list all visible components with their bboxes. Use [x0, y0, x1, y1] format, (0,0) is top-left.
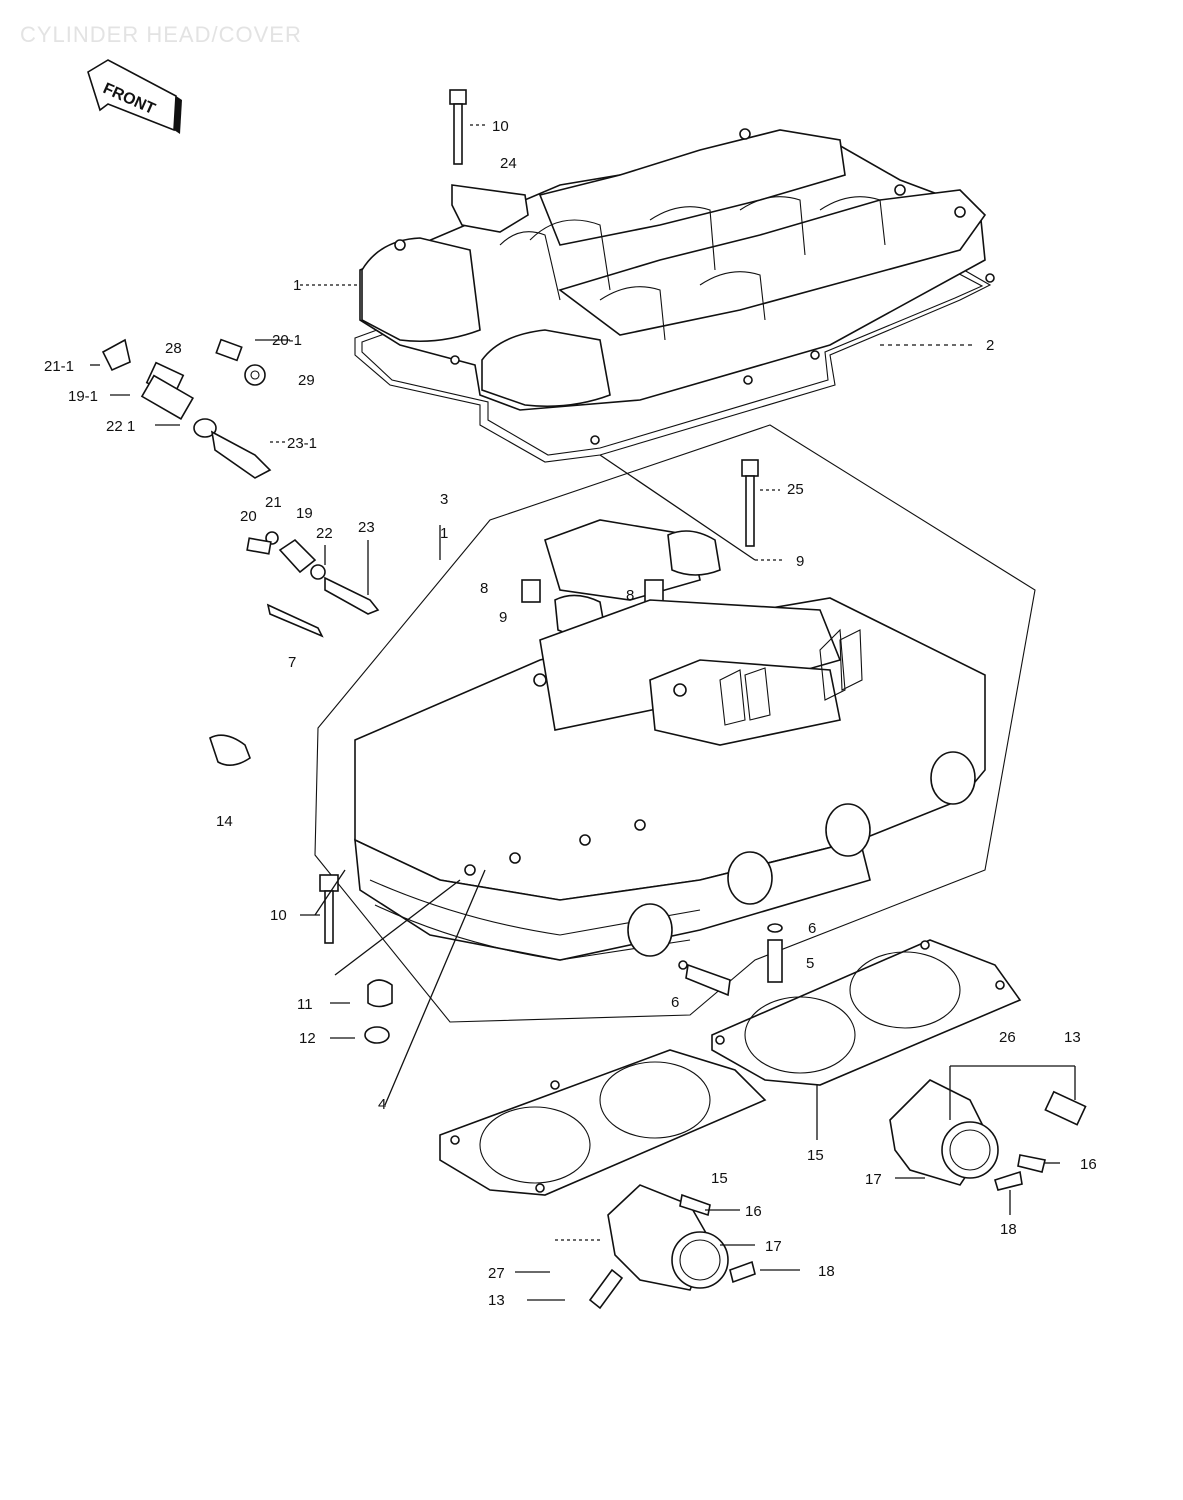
callout-4: 4	[378, 1096, 386, 1113]
callout-29: 29	[298, 372, 315, 389]
callout-16-right: 16	[1080, 1156, 1097, 1173]
callout-20: 20	[240, 508, 257, 525]
callout-9-left: 9	[499, 609, 507, 626]
head-gasket-upper	[711, 939, 1022, 1086]
callout-11: 11	[297, 996, 313, 1013]
callout-5: 5	[806, 955, 814, 972]
callout-6-lower: 6	[671, 994, 679, 1011]
callout-7: 7	[288, 654, 296, 671]
callout-23: 23	[358, 519, 375, 536]
callout-21: 21	[265, 494, 282, 511]
half-moon-plug-14	[209, 734, 251, 766]
callout-22: 22	[316, 525, 333, 542]
diagram-title: CYLINDER HEAD/COVER	[20, 22, 302, 47]
head-gasket-lower	[439, 1049, 767, 1196]
breather-parts-group	[101, 338, 272, 479]
callout-18-lower: 18	[818, 1263, 835, 1280]
callout-2: 2	[986, 337, 994, 354]
callout-14: 14	[216, 813, 233, 830]
callout-28: 28	[165, 340, 182, 357]
callout-24: 24	[500, 155, 517, 172]
callout-21-1: 21-1	[44, 358, 74, 375]
cylinder-head	[314, 424, 1036, 1023]
callout-8-left: 8	[480, 580, 488, 597]
front-arrow-icon: FRONT	[87, 59, 182, 134]
callout-13-right: 13	[1064, 1029, 1081, 1046]
washer-12	[364, 1026, 390, 1044]
callout-labels: 10 24 1 2 28 21-1 20-1 29 19-1 22 1 23-1…	[44, 118, 1097, 1309]
callout-19-1: 19-1	[68, 388, 98, 405]
callout-15-left: 15	[711, 1170, 728, 1187]
bolt-10-lower	[319, 874, 339, 944]
intake-holder-right	[889, 1079, 1087, 1191]
bolt-25	[741, 459, 759, 547]
bracket-24	[451, 184, 529, 233]
leader-lines	[90, 124, 1076, 1301]
callout-8-right: 8	[626, 587, 634, 604]
callout-20-1: 20-1	[272, 332, 302, 349]
callout-10-top: 10	[492, 118, 509, 135]
callout-1-mid: 1	[440, 525, 448, 542]
bolt-10-top	[449, 89, 467, 165]
callout-26: 26	[999, 1029, 1016, 1046]
intake-holder-lower	[588, 1184, 756, 1310]
callout-15-right: 15	[807, 1147, 824, 1164]
cylinder-head-cover	[354, 128, 995, 463]
callout-10-lower: 10	[270, 907, 287, 924]
breather-valve-parts	[246, 531, 380, 638]
callout-12: 12	[299, 1030, 316, 1047]
callout-17-lower: 17	[765, 1238, 782, 1255]
callout-23-1: 23-1	[287, 435, 317, 452]
callout-1-top: 1	[293, 277, 301, 294]
callout-3: 3	[440, 491, 448, 508]
callout-27: 27	[488, 1265, 505, 1282]
callout-25: 25	[787, 481, 804, 498]
cap-nut-11	[367, 979, 393, 1008]
callout-9-right: 9	[796, 553, 804, 570]
callout-17-right: 17	[865, 1171, 882, 1188]
callout-22-1: 22 1	[106, 418, 135, 435]
callout-13-lower: 13	[488, 1292, 505, 1309]
callout-16-lower: 16	[745, 1203, 762, 1220]
callout-6-right: 6	[808, 920, 816, 937]
callout-19: 19	[296, 505, 313, 522]
valve-guides	[678, 923, 783, 997]
callout-18-right: 18	[1000, 1221, 1017, 1238]
